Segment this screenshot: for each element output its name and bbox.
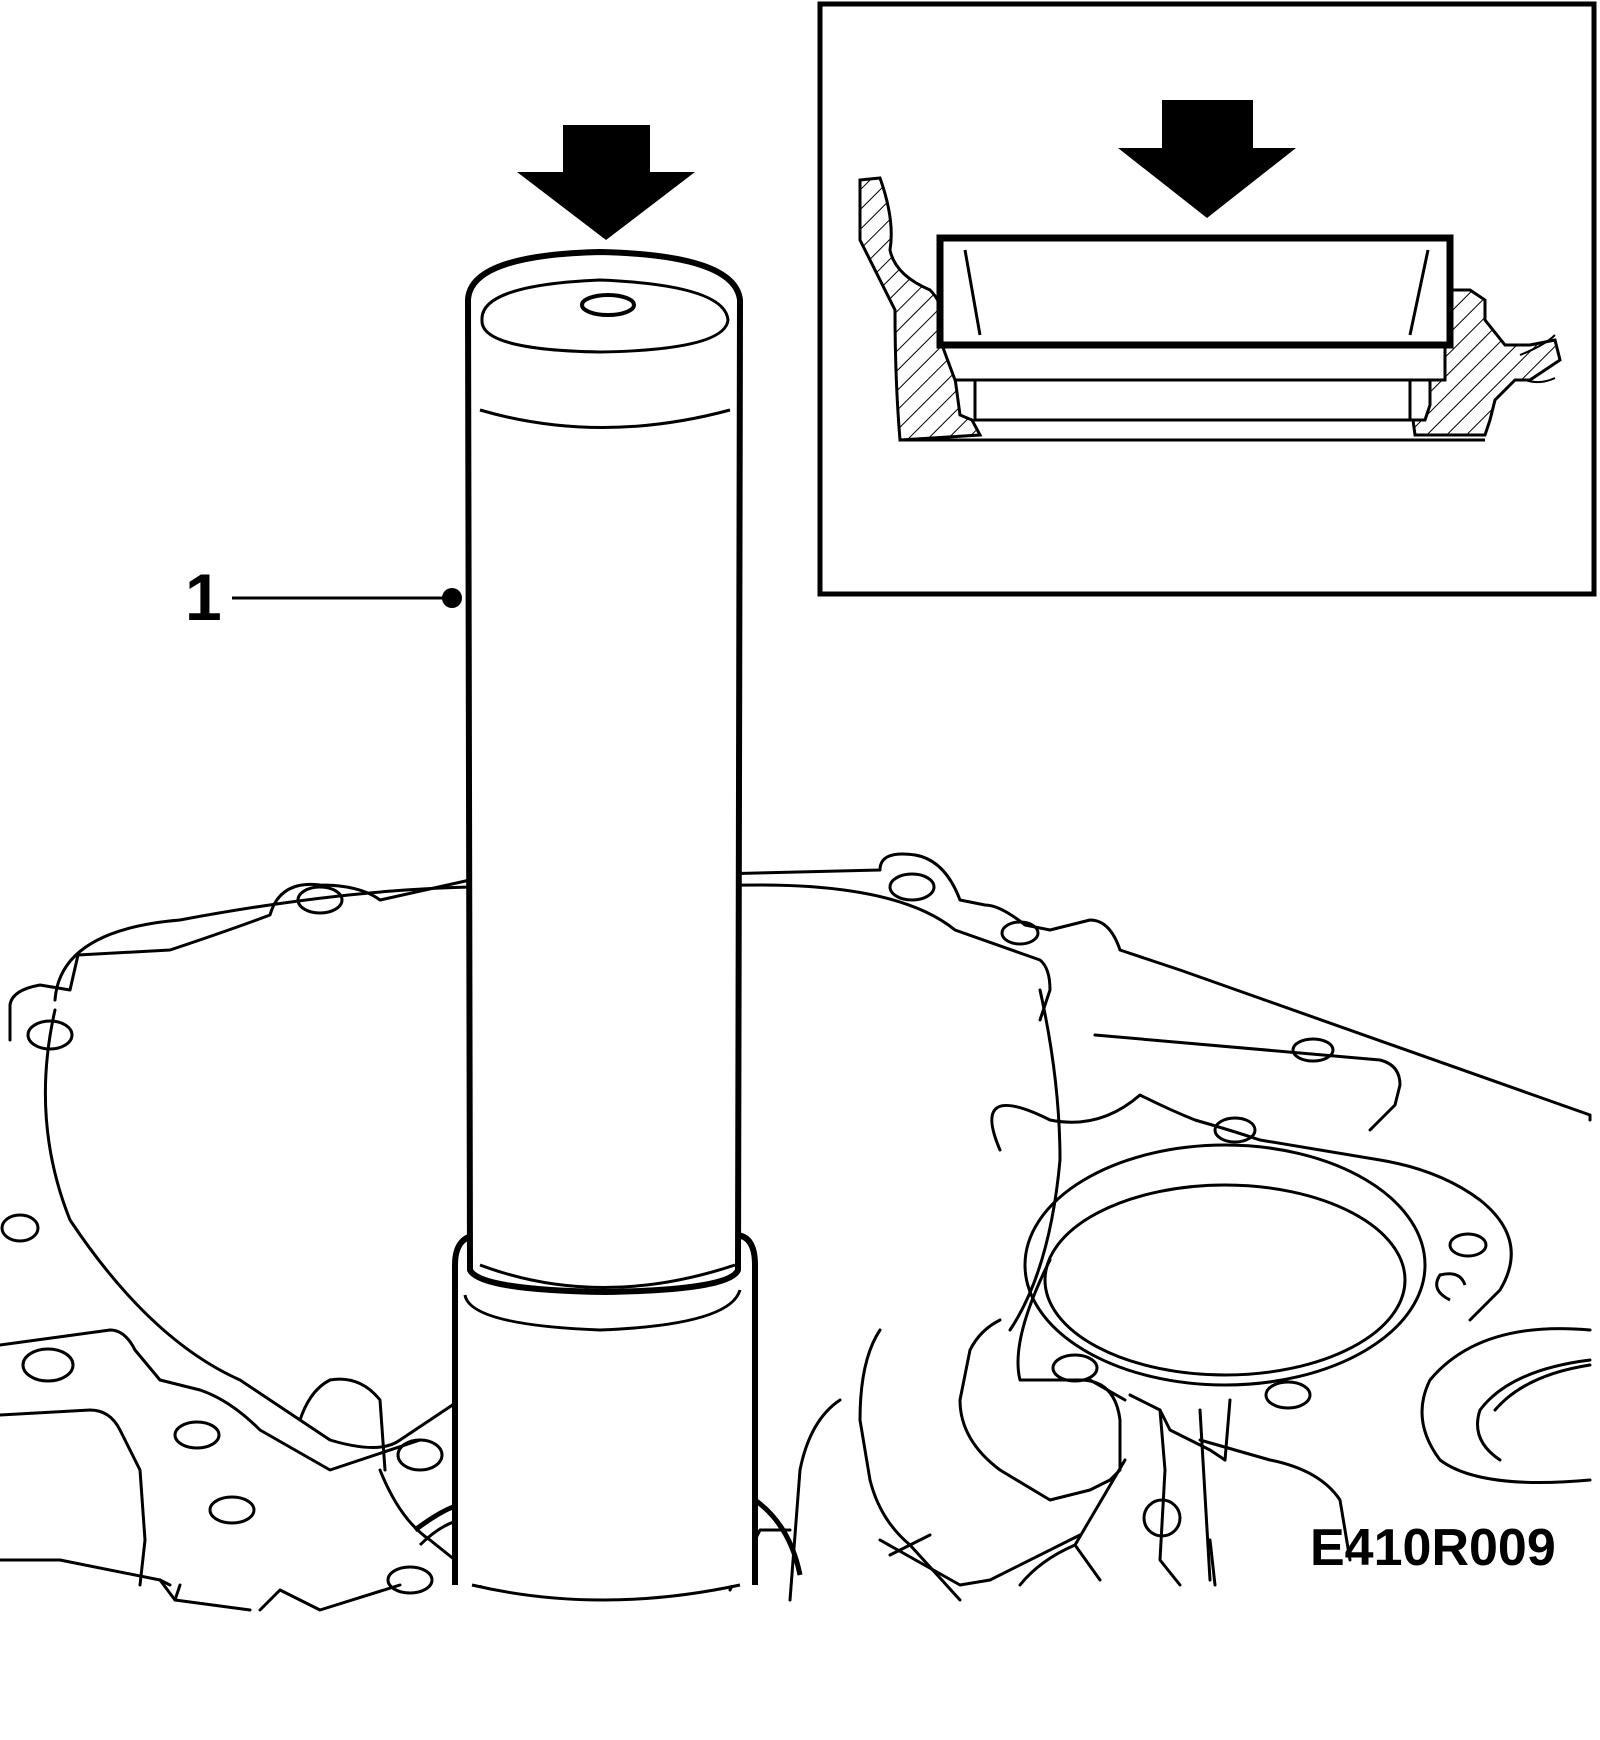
bolt-hole <box>888 872 936 902</box>
bolt-hole <box>173 1420 221 1450</box>
bolt-hole <box>0 1213 40 1243</box>
bolt-hole <box>1213 1116 1257 1144</box>
inset-tool-cup <box>936 234 1454 349</box>
housing-boss-bore <box>1023 1143 1427 1387</box>
installer-tool <box>413 248 803 1602</box>
bolt-hole <box>296 885 344 915</box>
bolt-hole <box>386 1565 434 1595</box>
bolt-hole <box>1291 1037 1335 1063</box>
housing-main-bore <box>43 1008 462 1449</box>
tool-center-hole <box>580 293 636 317</box>
housing-wall-left <box>858 176 983 442</box>
bolt-hole <box>1000 920 1040 946</box>
inset-detail <box>817 1 1597 597</box>
callout-leader <box>232 588 462 608</box>
inset-seal-ring <box>939 343 1447 382</box>
down-arrow-icon <box>517 125 695 240</box>
bolt-hole <box>21 1347 75 1383</box>
bolt-hole <box>396 1438 444 1472</box>
bolt-hole <box>1448 1232 1488 1258</box>
callout-label: 1 <box>185 560 222 634</box>
bolt-hole <box>26 1019 74 1051</box>
bolt-hole <box>1264 1380 1312 1410</box>
housing-inner-flange <box>53 883 1052 1022</box>
housing-bolt-holes <box>0 872 1488 1595</box>
down-arrow-icon <box>1118 100 1296 218</box>
housing-side-bore <box>1420 1327 1592 1484</box>
figure-code: E410R009 <box>1310 1519 1556 1577</box>
tool-shaft <box>464 248 744 1296</box>
bolt-hole <box>1051 1353 1099 1383</box>
bolt-hole <box>1142 1498 1182 1538</box>
housing-outer-flange <box>8 852 1592 1117</box>
housing-boss-right <box>990 1093 1513 1322</box>
bolt-hole <box>208 1495 256 1525</box>
